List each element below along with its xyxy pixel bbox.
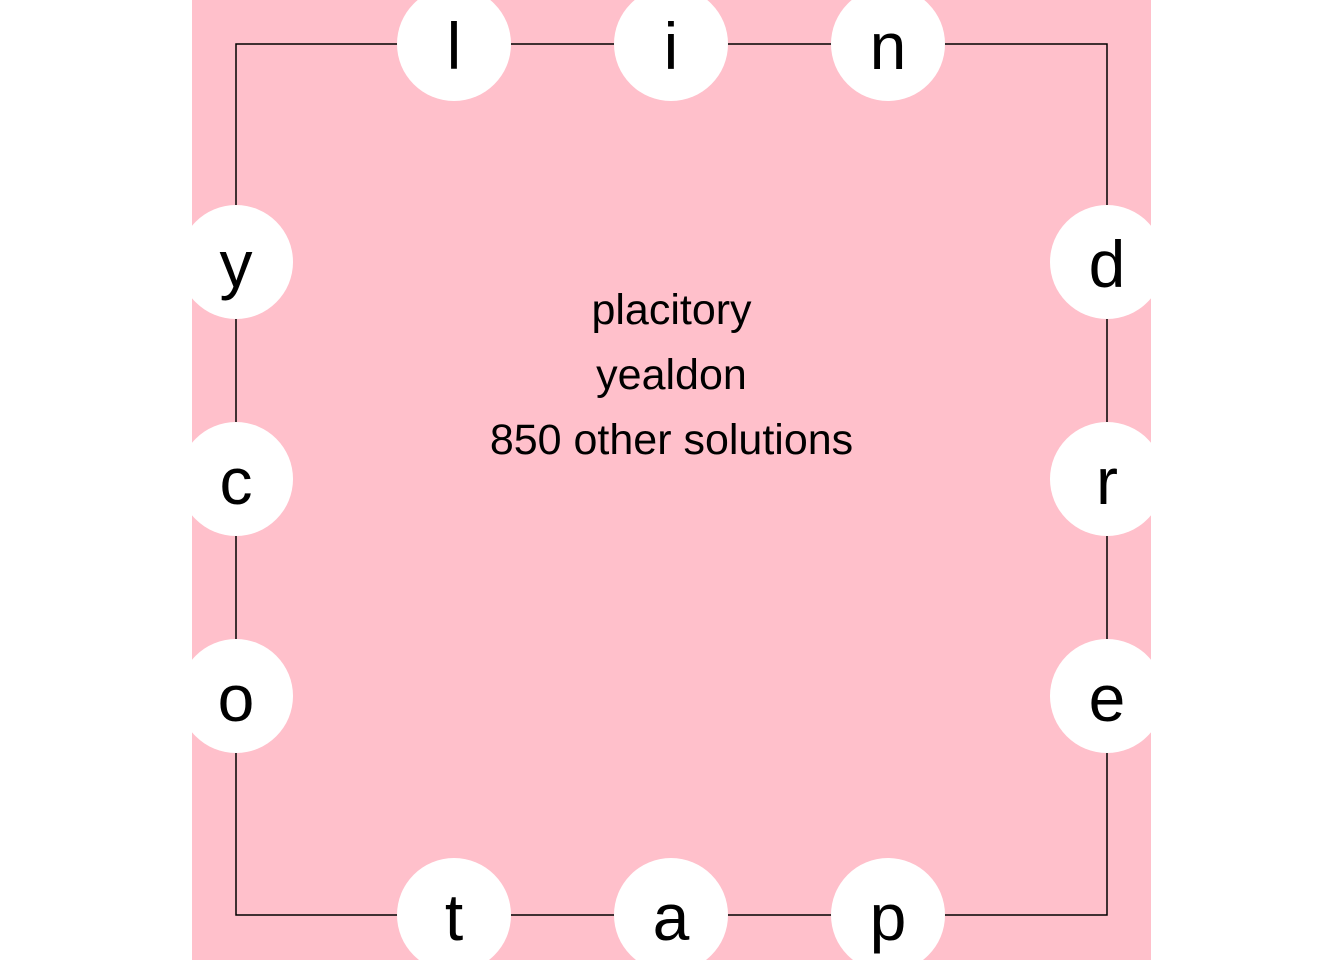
letter-nodes: l i n d r e t a p y c o: [192, 0, 1151, 960]
letter-node-bottom-2: a: [614, 858, 728, 960]
letter-label: i: [664, 9, 679, 83]
letter-node-bottom-1: t: [397, 858, 511, 960]
letter-node-left-1: y: [192, 205, 293, 319]
letter-label: a: [653, 880, 690, 954]
letter-label: l: [447, 9, 462, 83]
letter-node-right-1: d: [1050, 205, 1151, 319]
letter-label: r: [1096, 444, 1118, 518]
letter-circle: [1050, 422, 1151, 536]
other-solutions-count: 850 other solutions: [489, 416, 854, 464]
letter-label: o: [218, 661, 255, 735]
letter-label: t: [445, 880, 463, 954]
letter-node-top-3: n: [831, 0, 945, 101]
letter-circle: [192, 205, 293, 319]
letter-node-top-1: l: [397, 0, 511, 101]
letter-circle: [192, 422, 293, 536]
letter-label: c: [220, 444, 253, 518]
letter-label: y: [220, 227, 253, 301]
letter-node-bottom-3: p: [831, 858, 945, 960]
letter-node-right-2: r: [1050, 422, 1151, 536]
letter-label: p: [870, 880, 907, 954]
letter-circle: [614, 858, 728, 960]
letter-circle: [831, 0, 945, 101]
board-drawing: l i n d r e t a p y c o: [192, 0, 1151, 960]
letter-circle: [831, 858, 945, 960]
letter-circle: [397, 0, 511, 101]
letter-circle: [1050, 205, 1151, 319]
letter-node-left-2: c: [192, 422, 293, 536]
letter-node-left-3: o: [192, 639, 293, 753]
board-background: [192, 0, 1151, 960]
solution-word-2: yealdon: [596, 351, 747, 399]
letter-label: e: [1089, 661, 1126, 735]
letter-node-right-3: e: [1050, 639, 1151, 753]
letter-circle: [614, 0, 728, 101]
letter-node-top-2: i: [614, 0, 728, 101]
letter-circle: [192, 639, 293, 753]
solutions-panel: placitory yealdon 850 other solutions: [192, 278, 1151, 473]
letter-circle: [397, 858, 511, 960]
letter-circle: [1050, 639, 1151, 753]
letter-label: n: [870, 9, 907, 83]
letter-boxed-board: l i n d r e t a p y c o placitory yealdon 850 other…: [192, 0, 1151, 960]
letter-label: d: [1089, 227, 1126, 301]
solution-word-1: placitory: [591, 286, 752, 334]
